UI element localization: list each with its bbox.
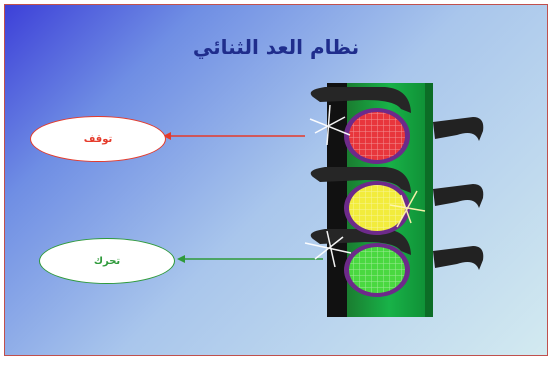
- arrow-to-stop: [163, 132, 305, 140]
- traffic-light-illustration: [163, 83, 484, 317]
- sparkle-icon: [389, 190, 426, 228]
- arrow-left-icon: [177, 255, 185, 263]
- slide: نظام العد الثنائي: [4, 4, 548, 356]
- sparkle-icon: [304, 230, 352, 268]
- green-lamp: [344, 243, 410, 297]
- arrow-left-icon: [163, 132, 171, 140]
- arrow-to-go: [177, 255, 323, 263]
- go-label: تحرك: [39, 238, 175, 284]
- red-lamp: [344, 108, 410, 164]
- stop-label: توقف: [30, 116, 166, 162]
- sparkle-icon: [309, 104, 351, 146]
- yellow-lamp: [344, 181, 410, 235]
- slide-title: نظام العد الثنائي: [192, 35, 360, 59]
- traffic-light-icon: [304, 83, 484, 317]
